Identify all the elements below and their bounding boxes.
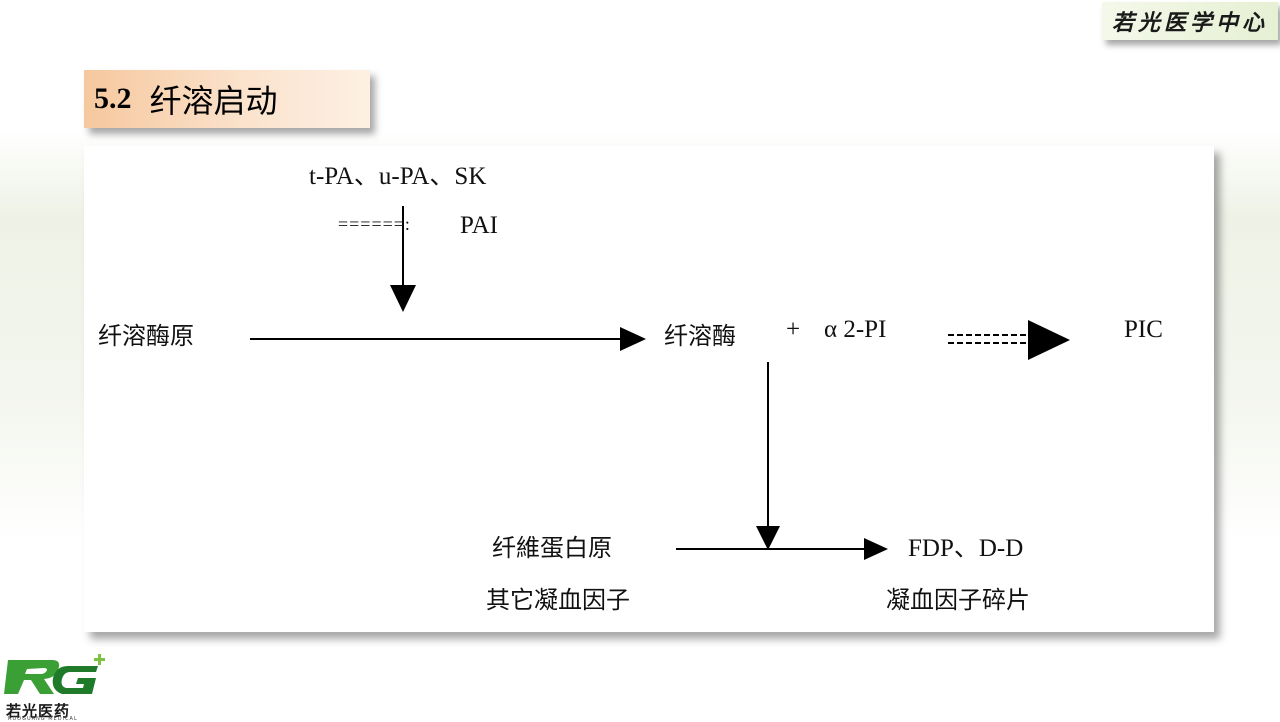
activators-label: t-PA、u-PA、SK: [309, 163, 487, 190]
plasminogen-label: 纤溶酶原: [98, 322, 194, 350]
plus-sign: +: [786, 316, 801, 343]
activator-arrowhead: [390, 285, 416, 312]
substrate-label-2: 其它凝血因子: [486, 586, 630, 614]
section-title-text: 纤溶启动: [149, 82, 278, 120]
conversion-arrowhead: [620, 327, 646, 351]
inhibitor-label: PAI: [460, 212, 498, 239]
inhibitor-marker: ======:: [338, 214, 411, 234]
logo-text: 若光医药: [6, 702, 71, 720]
product-label-1: FDP、D-D: [908, 535, 1024, 562]
brand-tag: 若光医学中心: [1102, 2, 1278, 40]
fibrinolysis-diagram: t-PA、u-PA、SK ======: PAI 纤溶酶原 纤溶酶 + α 2-…: [84, 146, 1214, 632]
product-label-2: 凝血因子碎片: [886, 586, 1030, 614]
plasmin-label: 纤溶酶: [664, 322, 736, 350]
antiplasmin-label: α 2-PI: [824, 316, 887, 343]
product-arrowhead: [864, 538, 888, 560]
section-title: 5.2 纤溶启动: [84, 70, 370, 128]
degradation-arrowhead: [756, 526, 780, 550]
company-logo: 若光医药 RUOGUANG MEDICAL: [0, 652, 108, 722]
logo-mark-icon: [4, 654, 105, 694]
section-number: 5.2: [94, 82, 132, 115]
pic-label: PIC: [1124, 316, 1163, 343]
logo-subtext: RUOGUANG MEDICAL: [8, 716, 78, 722]
complex-arrowhead: [1028, 320, 1070, 360]
substrate-label-1: 纤維蛋白原: [492, 534, 612, 562]
diagram-arrows: [250, 206, 1070, 560]
